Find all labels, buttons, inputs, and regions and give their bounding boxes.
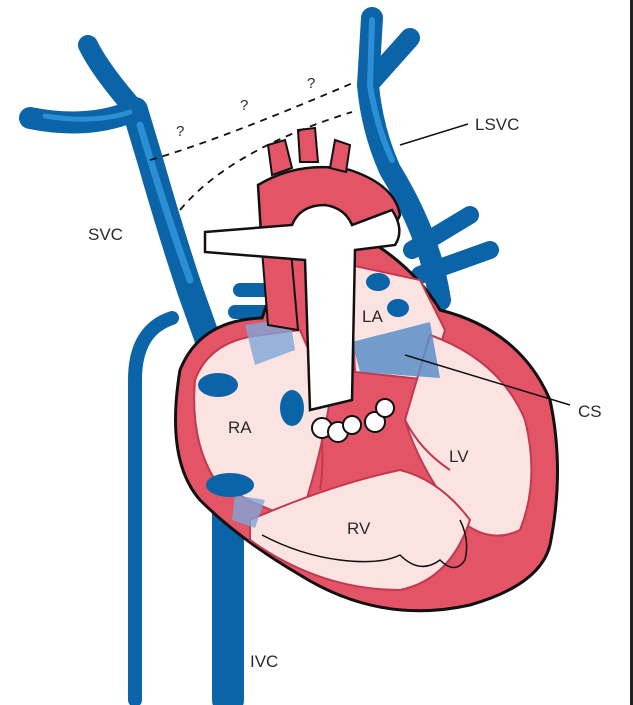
question-mark-3: ? — [307, 75, 315, 92]
label-rv: RV — [347, 519, 371, 538]
label-cs: CS — [578, 402, 602, 421]
label-ra: RA — [228, 418, 252, 437]
question-mark-1: ? — [176, 123, 184, 140]
label-lv: LV — [449, 447, 469, 466]
lsvc-vessel — [357, 7, 499, 311]
label-ivc: IVC — [250, 652, 278, 671]
coronary-sinus — [352, 322, 440, 378]
dashed-connections — [149, 81, 356, 211]
cs-leader — [404, 354, 571, 406]
hemiazygos-vessel — [128, 311, 179, 705]
label-svc: SVC — [88, 225, 123, 244]
label-la: LA — [362, 307, 383, 326]
right-border — [630, 0, 633, 705]
label-lsvc: LSVC — [475, 115, 519, 134]
lsvc-leader — [399, 123, 469, 146]
question-mark-2: ? — [240, 97, 248, 114]
svc-vessel — [19, 35, 228, 373]
pulmonary-trunk — [203, 203, 401, 443]
